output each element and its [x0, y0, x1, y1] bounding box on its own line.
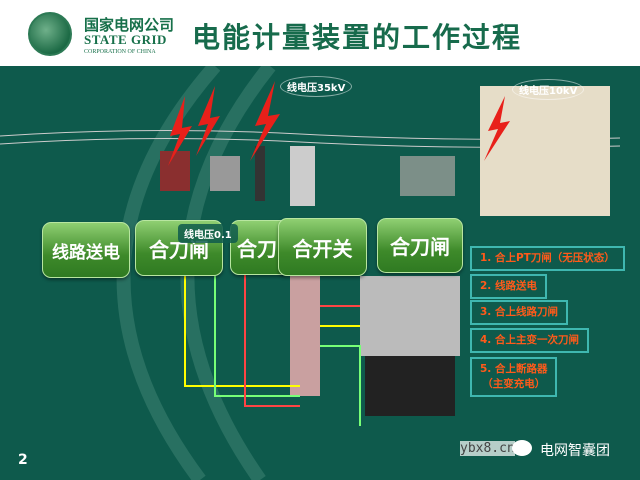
- diagram-area: 线电压35kV 线电压10kV 线路送电 合刀闸 合刀 合开关 合刀闸 线电压0…: [0, 66, 640, 480]
- logo-en-sub: CORPORATION OF CHINA: [84, 49, 156, 55]
- watermark-site: ybx8.cn: [460, 441, 515, 456]
- page-number: 2: [18, 452, 28, 468]
- step-5: 5. 合上断路器 （主变充电）: [470, 357, 558, 397]
- state-grid-logo: [28, 12, 72, 56]
- callout-line-power: 线路送电: [42, 222, 130, 278]
- step-1: 1. 合上PT刀闸（无压状态）: [470, 246, 625, 271]
- voltage-label-0-1: 线电压0.1: [178, 224, 238, 243]
- slide-header: 国家电网公司 STATE GRID CORPORATION OF CHINA 电…: [0, 0, 640, 66]
- wiring: [184, 266, 361, 426]
- wechat-icon: [512, 440, 532, 456]
- slide-title: 电能计量装置的工作过程: [192, 21, 523, 54]
- logo-en: STATE GRID: [84, 32, 167, 47]
- watermark-account: 电网智囊团: [540, 443, 610, 459]
- voltage-label-35kv: 线电压35kV: [280, 76, 353, 97]
- step-5-line2: （主变充电）: [482, 378, 546, 390]
- step-2: 2. 线路送电: [470, 274, 547, 299]
- lightning-icons: [168, 81, 510, 166]
- logo-cn: 国家电网公司: [84, 16, 175, 34]
- voltage-label-10kv: 线电压10kV: [512, 79, 585, 100]
- step-4: 4. 合上主变一次刀闸: [470, 328, 589, 353]
- callout-close-breaker: 合开关: [278, 218, 367, 276]
- step-3: 3. 合上线路刀闸: [470, 300, 568, 325]
- callout-close-switch-3: 合刀闸: [377, 218, 463, 273]
- step-5-line1: 5. 合上断路器: [480, 363, 548, 375]
